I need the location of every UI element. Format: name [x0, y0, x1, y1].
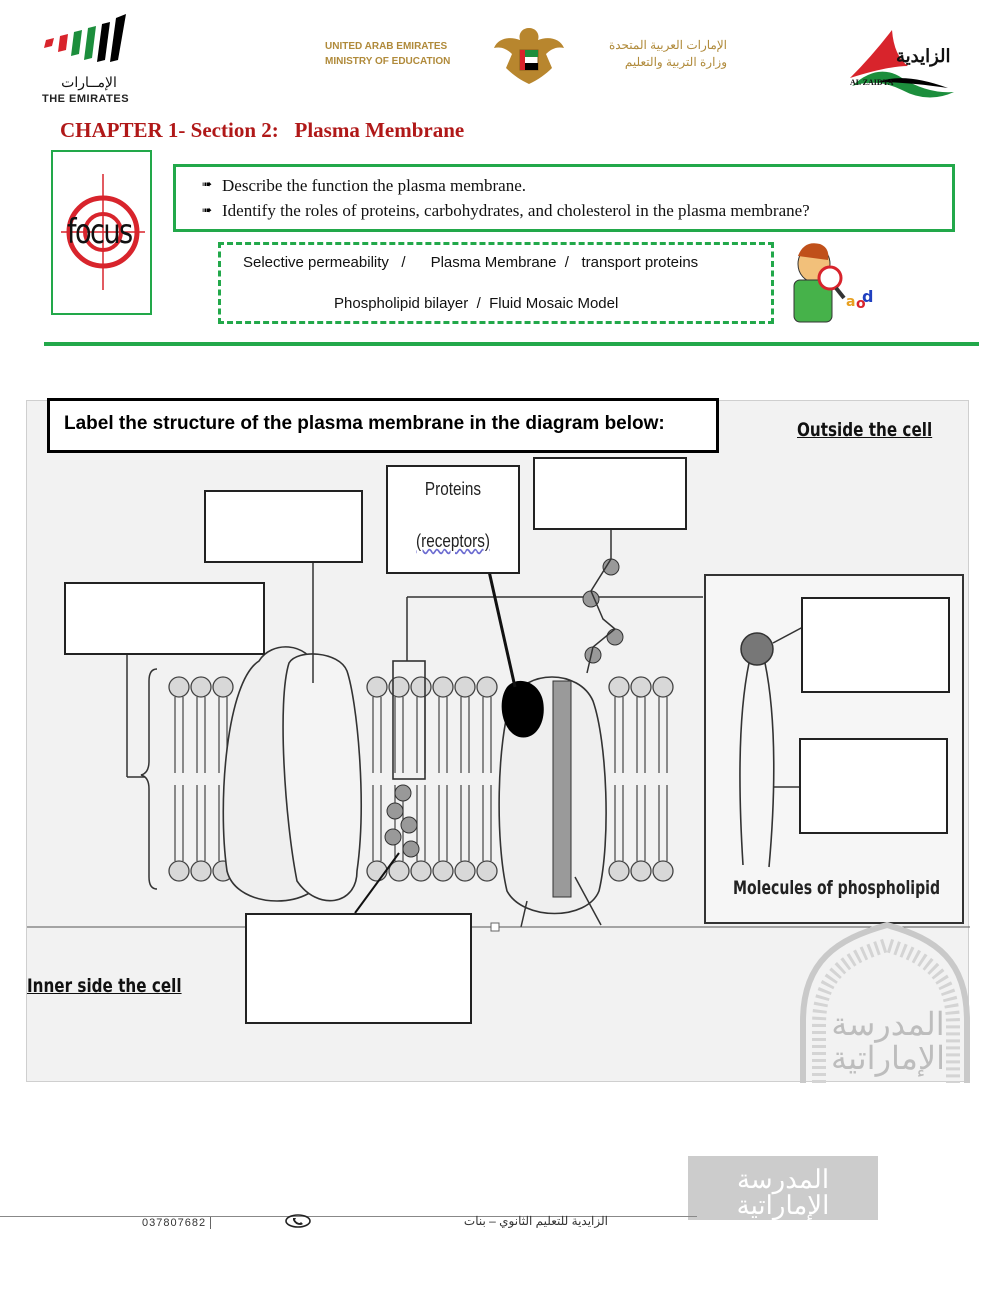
- ministry-arabic-line1: الإمارات العربية المتحدة: [608, 38, 727, 52]
- school-logo: الزايدية AL ZAIDYA: [848, 26, 958, 102]
- instruction-box: Label the structure of the plasma membra…: [47, 398, 719, 453]
- emirates-logo: الإمــارات THE EMIRATES: [40, 10, 140, 106]
- phospholipid-head: [168, 860, 190, 882]
- diagram-watermark: المدرسة الإماراتية: [830, 1006, 946, 1076]
- instruction-text: Label the structure of the plasma membra…: [64, 413, 665, 434]
- phospholipid-head: [388, 676, 410, 698]
- phospholipid-head: [608, 860, 630, 882]
- phospholipid-head: [454, 676, 476, 698]
- ministry-english-line1: UNITED ARAB EMIRATES: [325, 41, 448, 52]
- school-logo-mark-icon: [850, 30, 954, 98]
- label-box-phospholipid-tail[interactable]: [799, 738, 948, 834]
- ministry-logo: UNITED ARAB EMIRATES MINISTRY OF EDUCATI…: [320, 24, 740, 88]
- focus-target-icon: [61, 174, 145, 290]
- phospholipid-head: [652, 860, 674, 882]
- phospholipid-head: [630, 676, 652, 698]
- membrane-diagram: Proteins (receptors) Outside the cell In…: [26, 400, 970, 1083]
- footer-divider: [0, 1216, 697, 1217]
- membrane-drawing: [27, 527, 970, 1083]
- footer-watermark-text: المدرسة الإماراتية: [736, 1164, 830, 1220]
- inner-cell-label: Inner side the cell: [27, 975, 182, 997]
- objective-1: Describe the function the plasma membran…: [222, 176, 526, 195]
- emirates-logo-mark-icon: [44, 14, 126, 62]
- falcon-emblem-icon: [494, 28, 564, 84]
- svg-text:a: a: [846, 294, 855, 310]
- phospholipid-head: [366, 860, 388, 882]
- outside-cell-label: Outside the cell: [797, 419, 933, 441]
- arrow-bullet-icon: ➠: [202, 203, 213, 217]
- phone-icon: [285, 1214, 311, 1228]
- emirates-logo-english: THE EMIRATES: [42, 93, 130, 105]
- phospholipid-head: [630, 860, 652, 882]
- school-logo-english: AL ZAIDYA: [850, 78, 894, 87]
- header-divider: [44, 342, 979, 346]
- vocabulary-box: Selective permeability / Plasma Membrane…: [218, 242, 774, 324]
- phospholipid-head: [410, 860, 432, 882]
- footer-school: الزايدية للتعليم الثانوي – بنات: [463, 1214, 608, 1228]
- label-box-bilayer[interactable]: [64, 582, 265, 655]
- arrow-bullet-icon: ➠: [202, 177, 213, 191]
- school-logo-arabic: الزايدية: [896, 46, 951, 66]
- ministry-english-line2: MINISTRY OF EDUCATION: [325, 56, 451, 67]
- vocabulary-line-2: Phospholipid bilayer / Fluid Mosaic Mode…: [334, 295, 619, 312]
- footer-watermark: المدرسة الإماراتية: [688, 1156, 878, 1220]
- label-box-proteins-receptors: Proteins (receptors): [386, 465, 520, 574]
- chapter-title: CHAPTER 1- Section 2: Plasma Membrane: [60, 118, 465, 142]
- svg-text:d: d: [862, 287, 873, 306]
- phospholipid-head: [432, 860, 454, 882]
- detective-kid-icon: a o d: [793, 243, 873, 323]
- phospholipid-head: [388, 860, 410, 882]
- phospholipid-head: [410, 676, 432, 698]
- label-box-glycoprotein[interactable]: [533, 457, 687, 530]
- proteins-label: Proteins: [424, 479, 482, 499]
- label-box-cholesterol[interactable]: [245, 913, 472, 1024]
- phospholipid-head: [608, 676, 630, 698]
- phospholipid-head: [476, 676, 498, 698]
- phospholipid-head: [190, 676, 212, 698]
- objectives-box: ➠ Describe the function the plasma membr…: [173, 164, 955, 232]
- vocabulary-line-1: Selective permeability / Plasma Membrane…: [243, 254, 699, 271]
- phospholipid-head: [432, 676, 454, 698]
- focus-box: focus: [51, 150, 152, 315]
- objective-2: Identify the roles of proteins, carbohyd…: [222, 201, 810, 220]
- phospholipid-head: [454, 860, 476, 882]
- phospholipid-head: [212, 676, 234, 698]
- ministry-arabic-line2: وزارة التربية والتعليم: [624, 55, 727, 69]
- label-box-phospholipid-head[interactable]: [801, 597, 950, 693]
- focus-label: focus: [67, 212, 133, 252]
- receptors-label: (receptors): [416, 531, 490, 551]
- phospholipid-head: [190, 860, 212, 882]
- svg-text:o: o: [856, 296, 866, 312]
- emirates-logo-arabic: الإمــارات: [61, 74, 117, 90]
- label-box-integral-protein[interactable]: [204, 490, 363, 563]
- phospholipid-caption: Molecules of phospholipid: [733, 877, 941, 899]
- phospholipid-head: [652, 676, 674, 698]
- phospholipid-head: [168, 676, 190, 698]
- phospholipid-head: [476, 860, 498, 882]
- phospholipid-head: [366, 676, 388, 698]
- footer-phone: 037807682: [142, 1217, 212, 1229]
